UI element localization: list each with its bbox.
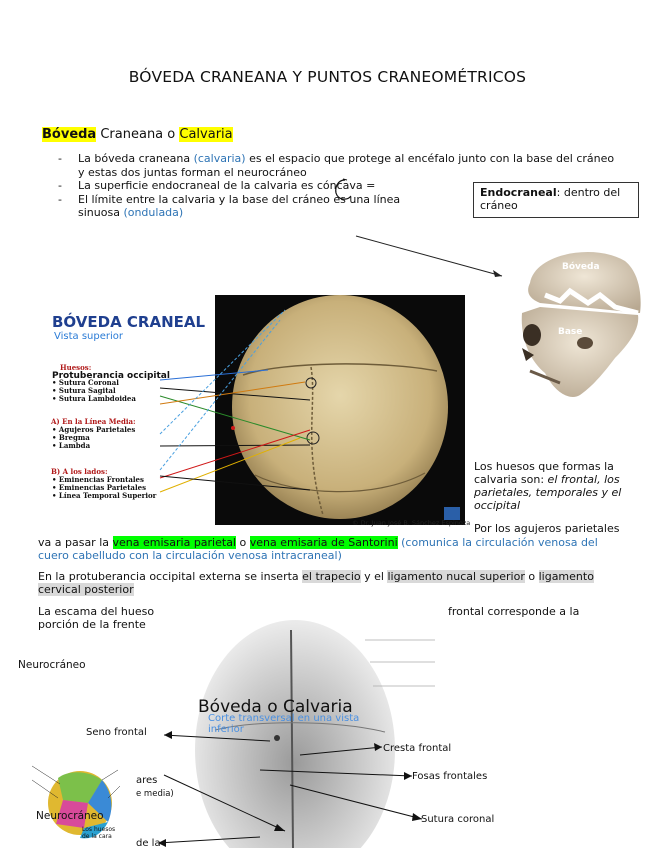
bullet-list: La bóveda craneana (calvaria) es el espa… xyxy=(58,152,618,220)
label-sutura-coronal: Sutura coronal xyxy=(421,814,495,825)
calvaria-pointer-arrows xyxy=(157,731,423,847)
section-word-boveda: Bóveda xyxy=(42,127,97,142)
label-cresta-frontal: Cresta frontal xyxy=(383,743,452,754)
label-seno-frontal: Seno frontal xyxy=(86,727,147,738)
note-box: Endocraneal: dentro del cráneo xyxy=(473,182,639,218)
label-huesos: Huesos: xyxy=(60,363,92,372)
skull-label-boveda: Bóveda xyxy=(562,262,600,272)
colored-skull-diagram xyxy=(31,765,121,839)
logo-icon xyxy=(444,507,460,520)
page-title: BÓVEDA CRANEANA Y PUNTOS CRANEOMÉTRICOS xyxy=(128,68,527,86)
skull-lateral-figure xyxy=(521,252,641,397)
sutura-list: • Sutura Coronal • Sutura Sagital • Sutu… xyxy=(52,378,136,403)
section-heading: Bóveda Craneana o Calvaria xyxy=(42,127,233,142)
boveda-figure-subtitle: Vista superior xyxy=(54,331,124,342)
huesos-calvaria-text: Los huesos que formas la calvaria son: e… xyxy=(474,460,622,512)
colored-skull-label: Neurocráneo xyxy=(36,810,104,822)
label-de-la: de la xyxy=(136,838,161,849)
label-linea-media: A) En la Línea Media: xyxy=(51,417,136,426)
boveda-craneal-figure xyxy=(231,295,448,519)
section-word-craneana: Craneana o xyxy=(96,127,180,142)
overlap-label-protuberancia: Protuberancia occipital xyxy=(52,371,170,381)
label-media: e media) xyxy=(136,789,174,799)
bullet-item: El límite entre la calvaria y la base de… xyxy=(58,193,433,220)
frontal-corresponde-text: frontal corresponde a la xyxy=(448,605,580,618)
figure-credit: © Dr. Juan José B. Sánchez Espinoza xyxy=(352,519,471,527)
calvaria-figure-title: Bóveda o Calvaria xyxy=(198,697,353,717)
colored-skull-caption: Los huesos de la cara xyxy=(82,826,116,840)
paragraph-protuberancia: En la protuberancia occipital externa se… xyxy=(38,570,594,596)
boveda-pointer-lines xyxy=(159,309,311,493)
calvaria-figure-subtitle: Corte transversal en una vista inferior xyxy=(208,713,360,735)
label-ares: ares xyxy=(136,775,158,786)
pointer-arrow xyxy=(355,235,503,277)
bullet-item: La bóveda craneana (calvaria) es el espa… xyxy=(58,152,618,179)
skull-label-base: Base xyxy=(558,327,583,337)
paragraph-vena-emisaria: va a pasar la vena emisaria parietal o v… xyxy=(38,536,598,562)
neurocraneo-label: Neurocráneo xyxy=(18,659,86,671)
section-word-calvaria: Calvaria xyxy=(179,127,233,142)
linea-media-list: • Agujeros Parietales • Bregma • Lambda xyxy=(52,425,136,450)
bullet-item: La superficie endocraneal de la calvaria… xyxy=(58,179,618,193)
parietales-text: Por los agujeros parietales xyxy=(474,522,620,535)
label-a-los-lados: B) A los lados: xyxy=(51,467,108,476)
calvaria-inferior-figure xyxy=(195,620,435,848)
lados-list: • Eminencias Frontales • Eminencias Pari… xyxy=(52,475,157,500)
label-fosas-frontales: Fosas frontales xyxy=(412,771,488,782)
boveda-figure-title: BÓVEDA CRANEAL xyxy=(52,313,206,331)
handwritten-circle-mark xyxy=(335,178,352,200)
